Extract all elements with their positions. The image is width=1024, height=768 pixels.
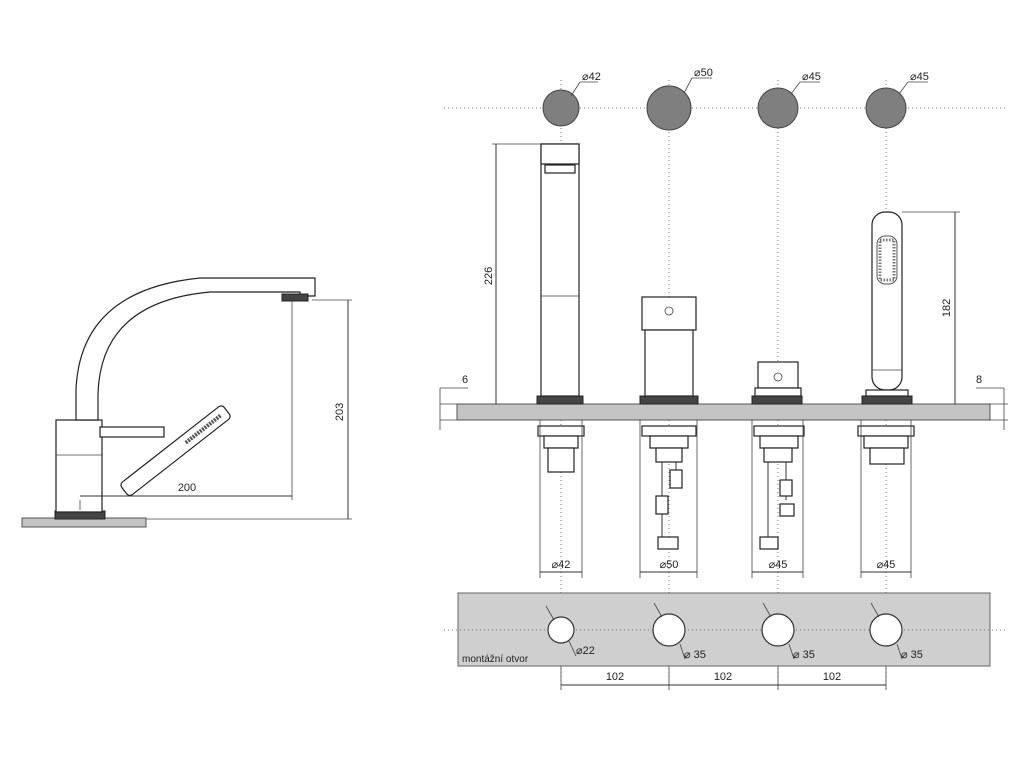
under-deck-shower xyxy=(857,425,915,465)
mount-hole-label: montážní otvor xyxy=(462,654,529,665)
front-view: ⌀42 ⌀50 ⌀45 ⌀45 6 8 226 xyxy=(439,67,1008,690)
top-circle-mixer xyxy=(646,85,692,131)
deck-left-dim: 6 xyxy=(462,374,468,386)
side-spout xyxy=(75,277,316,421)
bottom-dia-2: ⌀50 xyxy=(660,559,679,571)
deck-right-dim: 8 xyxy=(976,374,982,386)
bottom-dia-1: ⌀42 xyxy=(552,559,571,571)
mount-hole-3 xyxy=(761,613,795,647)
hole-dia-1: ⌀22 xyxy=(576,645,595,657)
bottom-dia-4: ⌀45 xyxy=(877,559,896,571)
mount-hole-2 xyxy=(652,613,686,647)
height-dim-label: 203 xyxy=(334,403,346,421)
side-hand-shower xyxy=(120,405,231,496)
under-deck-diverter xyxy=(753,425,805,550)
hole-dia-3: ⌀ 35 xyxy=(793,649,815,661)
top-dia-3: ⌀45 xyxy=(802,71,821,83)
spout-column xyxy=(536,143,584,405)
under-deck-mixer xyxy=(641,425,697,550)
mount-plate-view: ⌀22 ⌀ 35 ⌀ 35 ⌀ 35 montážní otvor 102 10… xyxy=(444,592,1006,690)
hand-shower xyxy=(861,211,913,405)
side-lever xyxy=(99,426,165,438)
side-body xyxy=(55,419,103,513)
top-dia-1: ⌀42 xyxy=(582,71,601,83)
under-deck-spout xyxy=(537,425,585,473)
mixer-column xyxy=(639,296,699,405)
hole-dia-4: ⌀ 35 xyxy=(901,649,923,661)
reach-dim-label: 200 xyxy=(178,482,196,494)
mount-hole-4 xyxy=(869,613,903,647)
mount-hole-1 xyxy=(547,616,575,644)
top-dia-2: ⌀50 xyxy=(694,67,713,79)
spout-height-dim: 226 xyxy=(483,267,495,285)
top-circle-shower xyxy=(865,87,907,129)
bottom-dia-3: ⌀45 xyxy=(769,559,788,571)
deck-plate xyxy=(456,403,991,421)
top-dia-4: ⌀45 xyxy=(910,71,929,83)
hole-dia-2: ⌀ 35 xyxy=(684,649,706,661)
side-aerator xyxy=(281,293,309,302)
top-circle-diverter xyxy=(757,87,799,129)
shower-height-dim: 182 xyxy=(941,299,953,317)
spacing-1: 102 xyxy=(606,671,624,683)
top-circle-spout xyxy=(542,89,580,127)
diverter-column xyxy=(751,361,803,405)
side-view: 203 200 xyxy=(21,277,352,528)
bottom-diameter-dims: ⌀42 ⌀50 ⌀45 ⌀45 xyxy=(539,420,912,578)
spacing-2: 102 xyxy=(714,671,732,683)
spacing-3: 102 xyxy=(823,671,841,683)
